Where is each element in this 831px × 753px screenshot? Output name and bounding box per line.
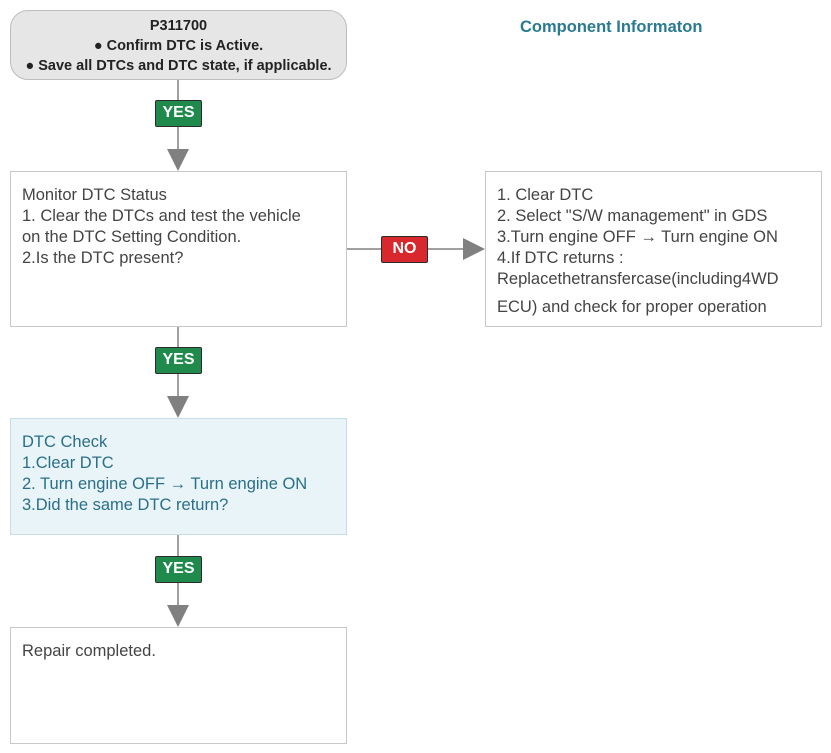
check-line-2: 1.Clear DTC <box>22 454 114 472</box>
repair-line-1: Repair completed. <box>22 642 156 660</box>
check-line-3: 2. Turn engine OFF → Turn engine ON <box>22 475 308 493</box>
start-line-2: ● Save all DTCs and DTC state, if applic… <box>25 58 332 74</box>
start-line-1: ● Confirm DTC is Active. <box>93 38 264 54</box>
no-branch-box: 1. Clear DTC 2. Select "S/W management" … <box>485 171 822 327</box>
dtc-code: P311700 <box>149 18 208 34</box>
check-line-1: DTC Check <box>22 433 108 451</box>
no-branch-line-5: Replacethetransfercase(including4WD <box>497 270 779 288</box>
monitor-line-4: 2.Is the DTC present? <box>22 249 184 267</box>
start-node: P311700 ● Confirm DTC is Active. ● Save … <box>10 10 347 80</box>
dtc-check-box: DTC Check 1.Clear DTC 2. Turn engine OFF… <box>10 418 347 535</box>
yes-badge-2: YES <box>155 347 202 374</box>
yes-badge-3: YES <box>155 556 202 583</box>
arrowhead-to-repair <box>167 605 189 627</box>
arrowhead-to-check <box>167 396 189 418</box>
component-information-title: Component Informaton <box>520 18 703 36</box>
monitor-line-1: Monitor DTC Status <box>22 186 167 204</box>
no-branch-line-6: ECU) and check for proper operation <box>497 298 767 316</box>
check-line-4: 3.Did the same DTC return? <box>22 496 229 514</box>
no-branch-line-2: 2. Select "S/W management" in GDS <box>497 207 768 225</box>
no-branch-line-3: 3.Turn engine OFF → Turn engine ON <box>497 228 778 246</box>
monitor-line-3: on the DTC Setting Condition. <box>22 228 242 246</box>
yes-badge-1: YES <box>155 100 202 127</box>
monitor-line-2: 1. Clear the DTCs and test the vehicle <box>22 207 301 225</box>
no-branch-line-1: 1. Clear DTC <box>497 186 594 204</box>
no-badge: NO <box>381 236 428 263</box>
repair-completed-box: Repair completed. <box>10 627 347 744</box>
arrowhead-to-monitor <box>167 149 189 171</box>
arrowhead-to-no-branch <box>463 238 485 260</box>
monitor-dtc-status-box: Monitor DTC Status 1. Clear the DTCs and… <box>10 171 347 327</box>
no-branch-line-4: 4.If DTC returns : <box>497 249 624 267</box>
